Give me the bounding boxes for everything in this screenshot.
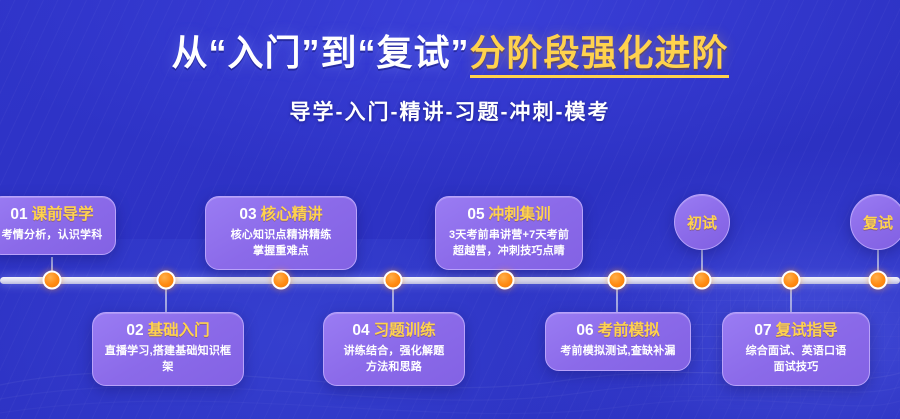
timeline-node-4	[383, 270, 403, 290]
stage-card-05-number: 05	[467, 206, 485, 223]
connector-stem-chushi	[701, 250, 703, 281]
timeline-node-9	[868, 270, 888, 290]
connector-stem-07	[790, 280, 792, 312]
timeline-rail	[0, 277, 900, 284]
timeline-node-5	[495, 270, 515, 290]
badge-fushi[interactable]: 复试	[850, 194, 900, 250]
connector-stem-02	[165, 280, 167, 312]
stage-card-01-desc: 考情分析，认识学科	[1, 229, 103, 242]
connector-stem-06	[616, 280, 618, 312]
stage-card-01-number: 01	[10, 206, 28, 223]
stage-card-04-desc: 讲练结合，强化解题 方法和思路	[343, 345, 445, 373]
stage-card-07-number: 07	[754, 322, 772, 339]
stage-card-04-number: 04	[352, 322, 370, 339]
page-title-highlight: 分阶段强化进阶	[469, 32, 729, 78]
connector-stem-04	[392, 280, 394, 312]
stage-card-05-desc: 3天考前串讲营+7天考前 超越营，冲刺技巧点睛	[448, 229, 570, 257]
connector-stem-fushi	[877, 250, 879, 281]
stage-card-03-name: 核心精讲	[260, 206, 323, 223]
stage-card-06-desc: 考前模拟测试,查缺补漏	[560, 345, 676, 358]
timeline-node-7	[692, 270, 712, 290]
stage-card-02-desc: 直播学习,搭建基础知识框架	[104, 345, 232, 373]
stage-card-03-desc: 核心知识点精讲精练 掌握重难点	[230, 229, 332, 257]
page-title: 从“入门”到“复试”分阶段强化进阶	[0, 32, 900, 78]
badge-fushi-label: 复试	[862, 214, 893, 232]
timeline-node-2	[156, 270, 176, 290]
stage-card-02-name: 基础入门	[147, 322, 210, 339]
timeline-node-6	[607, 270, 627, 290]
connector-stem-01	[51, 257, 53, 281]
timeline-node-1	[42, 270, 62, 290]
badge-chushi-label: 初试	[686, 214, 717, 232]
timeline-node-8	[781, 270, 801, 290]
stage-card-04-name: 习题训练	[373, 322, 436, 339]
page-title-white: 从“入门”到“复试”	[171, 32, 470, 73]
stage-card-06-name: 考前模拟	[597, 322, 660, 339]
stage-card-02-number: 02	[126, 322, 144, 339]
stage-card-06-number: 06	[576, 322, 594, 339]
stage-card-07-desc: 综合面试、英语口语 面试技巧	[745, 345, 847, 373]
badge-chushi[interactable]: 初试	[674, 194, 730, 250]
header-block: 从“入门”到“复试”分阶段强化进阶 导学-入门-精讲-习题-冲刺-模考	[0, 32, 900, 126]
stage-card-03-number: 03	[239, 206, 257, 223]
stage-card-05-name: 冲刺集训	[488, 206, 551, 223]
stage-card-01-name: 课前导学	[31, 206, 94, 223]
timeline-node-3	[271, 270, 291, 290]
stage-card-07-name: 复试指导	[775, 322, 838, 339]
page-subtitle: 导学-入门-精讲-习题-冲刺-模考	[289, 101, 611, 125]
